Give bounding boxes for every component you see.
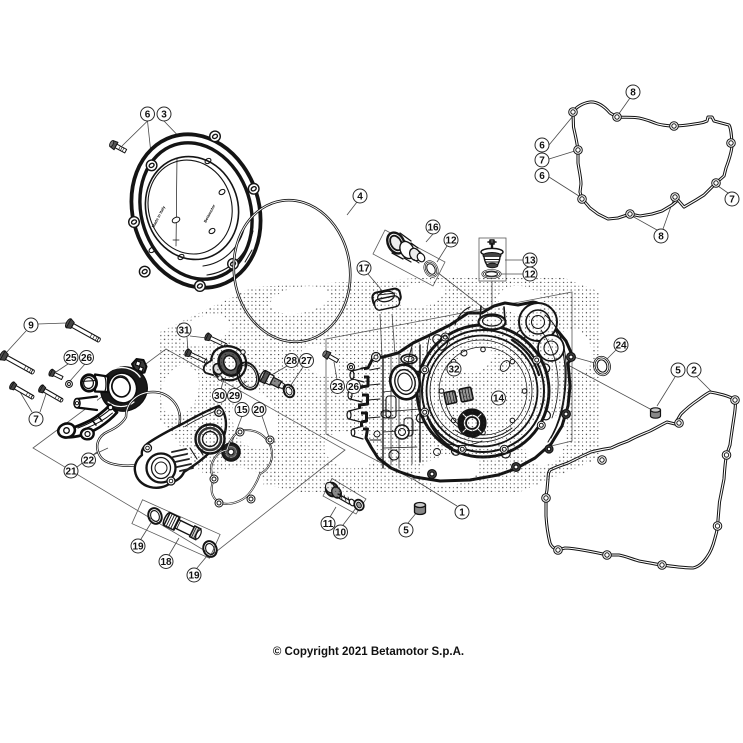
svg-text:5: 5 <box>675 366 681 377</box>
svg-text:26: 26 <box>81 353 93 364</box>
svg-text:6: 6 <box>145 110 151 121</box>
svg-text:8: 8 <box>630 88 636 99</box>
svg-text:32: 32 <box>448 365 460 376</box>
svg-text:5: 5 <box>403 526 409 537</box>
svg-text:2: 2 <box>691 366 697 377</box>
svg-text:21: 21 <box>65 467 77 478</box>
svg-text:25: 25 <box>65 353 77 364</box>
svg-text:7: 7 <box>33 415 39 426</box>
svg-text:27: 27 <box>301 356 313 367</box>
svg-text:28: 28 <box>286 356 298 367</box>
svg-text:30: 30 <box>214 391 226 402</box>
svg-text:12: 12 <box>445 236 457 247</box>
svg-text:14: 14 <box>493 394 505 405</box>
svg-text:6: 6 <box>539 141 545 152</box>
svg-text:3: 3 <box>161 110 167 121</box>
svg-text:13: 13 <box>524 256 536 267</box>
svg-text:19: 19 <box>132 542 144 553</box>
svg-text:20: 20 <box>253 405 265 416</box>
svg-text:26: 26 <box>348 382 360 393</box>
svg-text:1: 1 <box>459 508 465 519</box>
svg-text:15: 15 <box>236 405 248 416</box>
svg-text:31: 31 <box>178 326 190 337</box>
svg-text:10: 10 <box>335 528 347 539</box>
svg-text:11: 11 <box>323 519 334 530</box>
svg-text:19: 19 <box>188 571 200 582</box>
svg-text:12: 12 <box>524 270 536 281</box>
svg-text:16: 16 <box>427 223 439 234</box>
svg-text:18: 18 <box>160 557 172 568</box>
svg-text:4: 4 <box>357 192 363 203</box>
svg-text:23: 23 <box>332 382 344 393</box>
svg-text:© Copyright 2021 Betamotor S.p: © Copyright 2021 Betamotor S.p.A. <box>273 646 464 658</box>
svg-text:22: 22 <box>83 456 95 467</box>
svg-text:9: 9 <box>28 321 34 332</box>
svg-text:24: 24 <box>615 341 627 352</box>
svg-text:17: 17 <box>358 264 370 275</box>
svg-text:7: 7 <box>729 195 735 206</box>
svg-text:7: 7 <box>539 156 545 167</box>
svg-text:6: 6 <box>539 171 545 182</box>
svg-text:8: 8 <box>658 232 664 243</box>
svg-text:29: 29 <box>229 391 241 402</box>
